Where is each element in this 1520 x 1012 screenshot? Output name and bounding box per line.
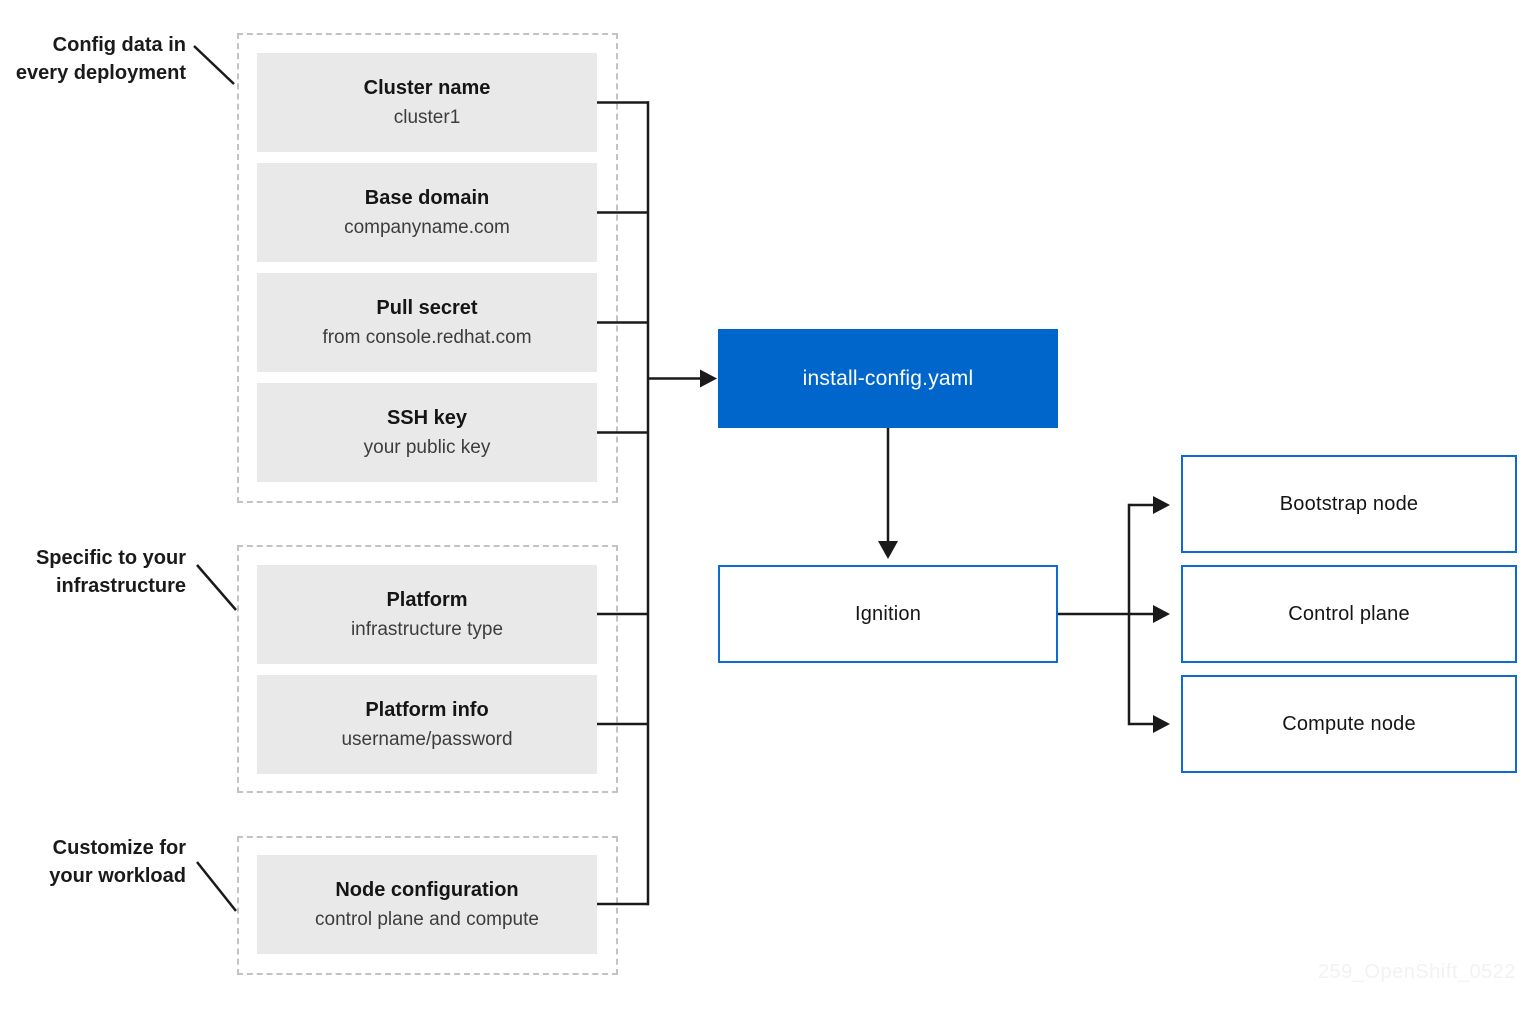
annotation-pointer-line <box>196 564 237 611</box>
config-item-title: Cluster name <box>363 77 491 99</box>
control-plane-label: Control plane <box>1288 602 1410 625</box>
bootstrap-node-box: Bootstrap node <box>1181 455 1517 553</box>
compute-node-box: Compute node <box>1181 675 1517 773</box>
annotation-pointer-line <box>193 45 235 85</box>
config-item-title: Pull secret <box>376 297 478 319</box>
install-config-yaml-label: install-config.yaml <box>802 366 974 390</box>
arrowhead-control-plane <box>1153 605 1170 623</box>
config-item-subtitle: infrastructure type <box>350 619 504 640</box>
annotation-line: Customize for <box>52 837 186 859</box>
ignition-box: Ignition <box>718 565 1058 663</box>
config-item-pull-secret: Pull secret from console.redhat.com <box>257 273 597 372</box>
config-item-platform: Platform infrastructure type <box>257 565 597 664</box>
annotation-line: your workload <box>49 865 186 887</box>
arrowhead-bootstrap-node <box>1153 496 1170 514</box>
control-plane-box: Control plane <box>1181 565 1517 663</box>
annotation-config-data: Config data in every deployment <box>0 31 186 87</box>
config-item-title: Platform info <box>365 699 489 721</box>
annotation-customize-workload: Customize for your workload <box>0 834 186 890</box>
config-item-subtitle: from console.redhat.com <box>322 327 532 348</box>
group-infrastructure <box>237 545 618 793</box>
config-item-base-domain: Base domain companyname.com <box>257 163 597 262</box>
group-workload <box>237 836 618 975</box>
annotation-line: every deployment <box>15 62 186 84</box>
config-item-subtitle: cluster1 <box>393 107 461 128</box>
group-config-data <box>237 33 618 503</box>
config-item-subtitle: your public key <box>363 437 491 458</box>
config-item-platform-info: Platform info username/password <box>257 675 597 774</box>
config-item-title: Base domain <box>364 187 490 209</box>
annotation-pointer-line <box>196 861 237 912</box>
compute-node-label: Compute node <box>1282 712 1416 735</box>
ignition-label: Ignition <box>854 602 922 625</box>
arrowhead-install-config <box>700 369 717 388</box>
arrowhead-compute-node <box>1153 715 1170 733</box>
config-item-title: Platform <box>386 589 468 611</box>
watermark-text: 259_OpenShift_0522 <box>1317 961 1516 983</box>
config-item-cluster-name: Cluster name cluster1 <box>257 53 597 152</box>
annotation-specific-infrastructure: Specific to your infrastructure <box>0 544 186 600</box>
arrowhead-ignition <box>878 541 898 559</box>
config-item-node-configuration: Node configuration control plane and com… <box>257 855 597 954</box>
config-item-ssh-key: SSH key your public key <box>257 383 597 482</box>
config-item-subtitle: control plane and compute <box>315 909 539 930</box>
annotation-line: Config data in <box>52 34 186 56</box>
config-item-subtitle: companyname.com <box>344 217 510 238</box>
config-item-subtitle: username/password <box>341 729 513 750</box>
config-item-title: Node configuration <box>335 879 519 901</box>
annotation-line: Specific to your <box>35 547 186 569</box>
annotation-line: infrastructure <box>55 575 186 597</box>
install-config-yaml-box: install-config.yaml <box>718 329 1058 428</box>
bootstrap-node-label: Bootstrap node <box>1279 492 1419 515</box>
config-item-title: SSH key <box>386 407 468 429</box>
